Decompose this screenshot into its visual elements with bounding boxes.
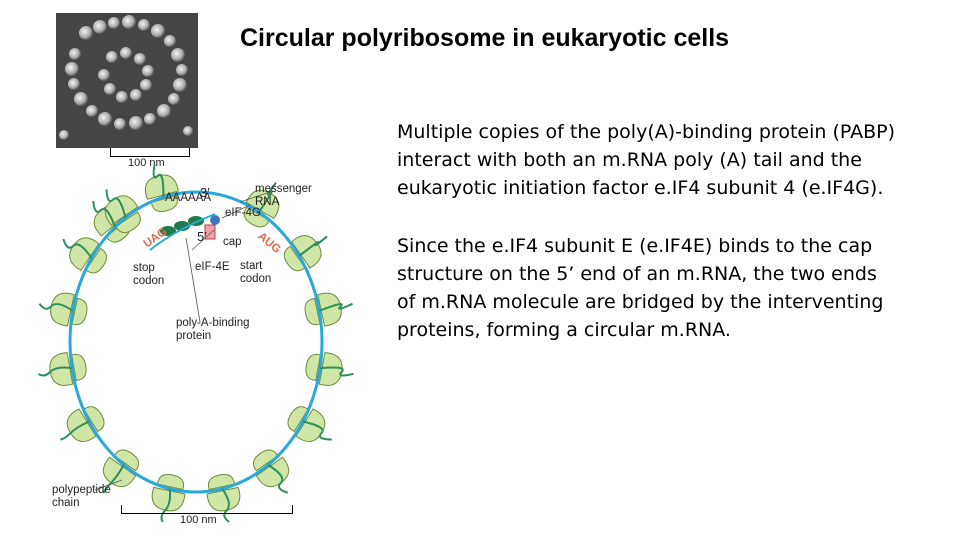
polypeptide [105,189,127,218]
ribosome [287,406,326,443]
messenger-rna-label: messenger RNA [255,183,312,208]
polypeptide [318,302,353,312]
polypeptide [160,488,172,523]
cap-label: cap [223,236,242,248]
polypeptide [320,366,354,377]
stop-codon-label: stop codon [133,262,165,287]
scale-label-bottom: 100 nm [180,514,217,526]
polypeptide [152,164,165,198]
polypeptide [267,464,289,494]
ribosome [283,235,322,272]
slide-title: Circular polyribosome in eukaryotic cell… [240,24,730,52]
polypeptide [92,200,116,228]
polypeptide [62,238,93,259]
polyribosome-diagram [37,164,354,523]
paragraph-eif4e: Since the e.IF4 subunit E (e.IF4E) binds… [397,235,884,341]
five-prime-label: 5′ [197,229,207,244]
polypeptide-group [37,164,354,523]
poly-a-label: AAAAAA [165,192,212,204]
pabp-label: poly-A-binding protein [176,317,250,342]
electron-micrograph-image [56,13,198,148]
paragraph-pabp: Multiple copies of the poly(A)-binding p… [397,121,896,199]
polypeptide [302,420,332,441]
scale-bar-bottom [121,505,293,514]
polypeptide [103,464,125,494]
ribosome [49,352,87,386]
eif4e-dot [210,215,220,225]
three-prime-label: 3′ [200,185,210,200]
ribosome [50,292,88,327]
scale-bar-top [110,148,190,157]
mrna-circle [68,190,324,494]
ribosome [206,474,241,512]
pabp-chain [160,216,204,236]
polypeptide [37,366,73,377]
start-codon-label: start codon [240,260,272,285]
polypeptide [258,182,277,213]
polypeptide-chain-label: polypeptide chain [52,484,111,509]
scale-label-top: 100 nm [128,157,165,169]
eif4g-label: eIF-4G [225,207,261,219]
polypeptide [221,488,230,523]
ribosome [304,292,342,327]
eif4e-label: eIF-4E [195,261,230,273]
polypeptide [298,235,328,257]
polypeptide [38,303,74,312]
ribosome [252,449,290,488]
cap-box [204,224,216,240]
ribosome [151,474,186,512]
polypeptide [60,420,90,441]
